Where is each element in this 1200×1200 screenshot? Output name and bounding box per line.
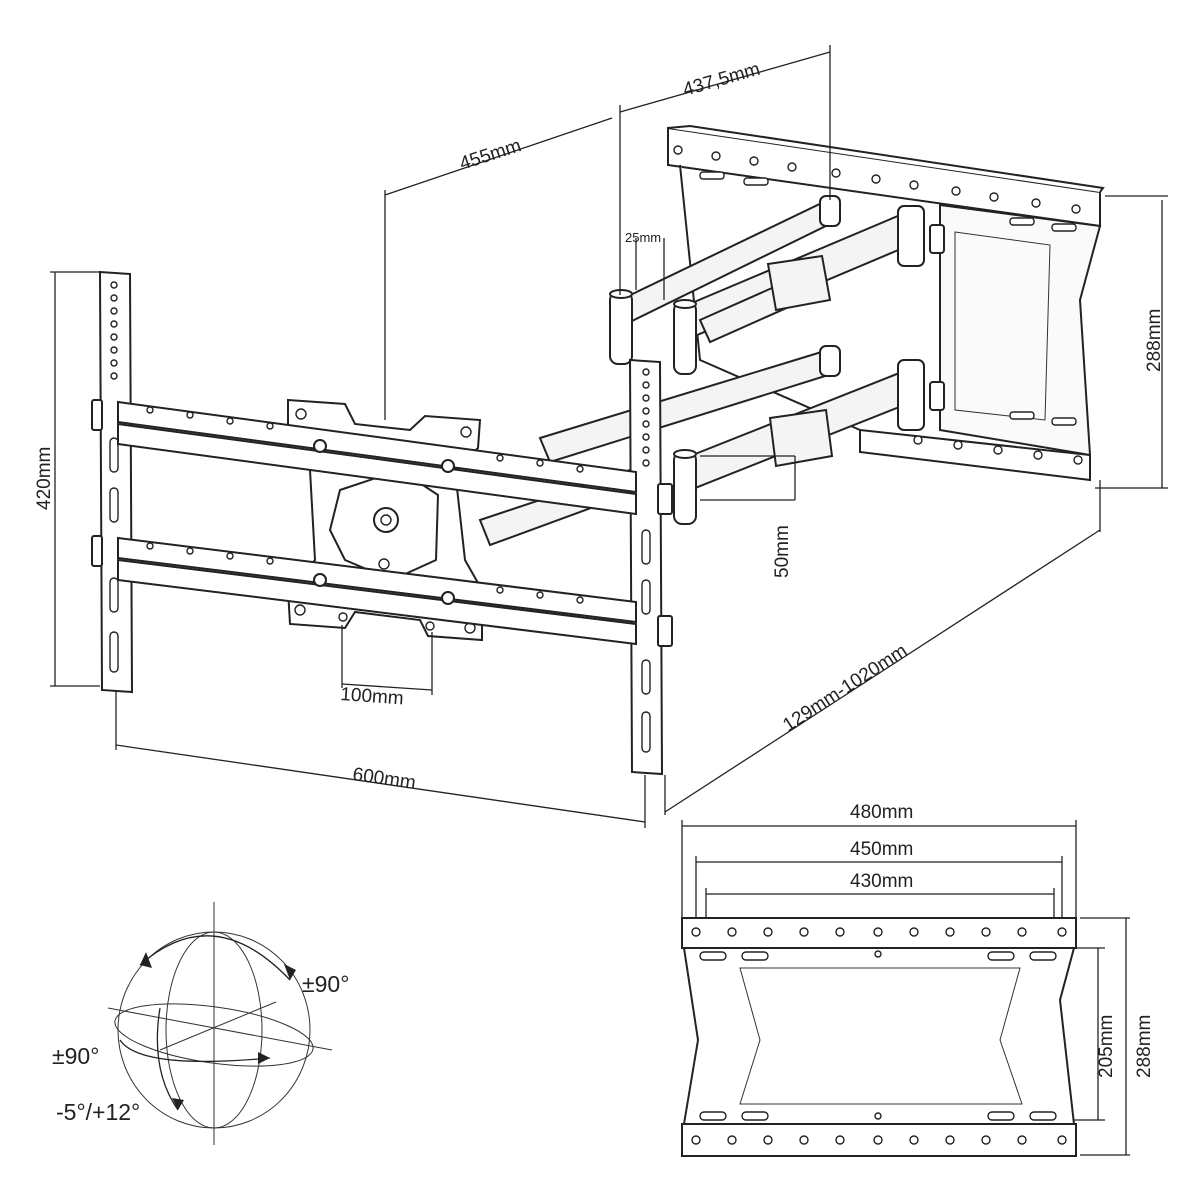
dim-extension-range: 129mm-1020mm <box>779 640 911 736</box>
dimension-lines <box>50 45 1168 828</box>
angle-swivel: ±90° <box>52 1043 99 1069</box>
dim-arm-gap: 25mm <box>625 230 661 245</box>
detail-height-inner: 205mm <box>1096 1015 1117 1078</box>
tv-bracket <box>91 270 673 776</box>
detail-width-inner: 430mm <box>850 871 913 892</box>
wall-plate-holes <box>673 145 1083 465</box>
wall-plate-detail <box>681 820 1130 1157</box>
dim-vesa-center: 100mm <box>340 684 405 709</box>
dim-tv-bracket-height: 420mm <box>34 447 55 510</box>
angle-tilt-vertical: ±90° <box>302 971 349 997</box>
dim-tv-bracket-width: 600mm <box>351 764 417 794</box>
dim-center-offset: 50mm <box>772 525 793 578</box>
rotation-diagram <box>107 902 333 1145</box>
detail-width-outer: 480mm <box>850 802 913 823</box>
left-rail-holes <box>109 281 119 673</box>
detail-width-middle: 450mm <box>850 839 913 860</box>
dim-arm-depth-inner: 455mm <box>457 135 524 175</box>
horizontal-rails <box>117 400 637 646</box>
detail-height-total: 288mm <box>1134 1015 1155 1078</box>
articulating-arms <box>478 195 945 547</box>
right-rail-holes <box>641 368 651 753</box>
dim-wall-plate-height: 288mm <box>1144 309 1165 372</box>
detail-plate-holes <box>691 927 1067 1145</box>
angle-tilt: -5°/+12° <box>56 1099 140 1125</box>
dim-arm-depth-outer: 437,5mm <box>681 59 763 101</box>
